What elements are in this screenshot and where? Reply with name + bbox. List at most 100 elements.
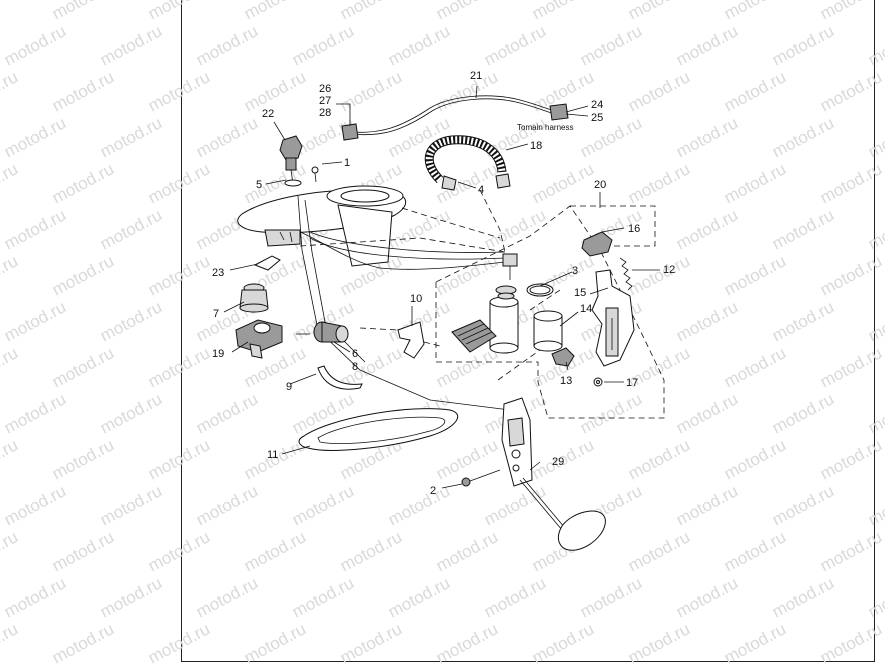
clamp-13: [551, 347, 575, 367]
watermark-text: motod.ru: [337, 0, 405, 24]
watermark-text: motod.ru: [49, 251, 117, 299]
callout-20: 20: [594, 179, 606, 191]
watermark-text: motod.ru: [145, 435, 213, 483]
watermark-text: motod.ru: [529, 159, 597, 207]
watermark-text: motod.ru: [481, 573, 549, 621]
callout-11: 11: [267, 449, 278, 461]
watermark-text: motod.ru: [865, 573, 885, 621]
watermark-text: motod.ru: [433, 343, 501, 391]
watermark-text: motod.ru: [865, 21, 885, 69]
watermark-text: motod.ru: [481, 481, 549, 529]
strainer: [451, 319, 497, 353]
watermark-text: motod.ru: [97, 21, 165, 69]
strap-9: [317, 365, 363, 390]
callout-7: 7: [213, 308, 219, 320]
watermark-text: motod.ru: [625, 67, 693, 115]
watermark-text: motod.ru: [97, 481, 165, 529]
watermark-text: motod.ru: [433, 435, 501, 483]
regulator-7: [239, 283, 269, 313]
watermark-text: motod.ru: [193, 481, 261, 529]
watermark-text: motod.ru: [721, 159, 789, 207]
watermark-text: motod.ru: [865, 389, 885, 437]
filter-housing-19: [235, 319, 283, 359]
watermark-text: motod.ru: [817, 67, 885, 115]
watermark-text: motod.ru: [337, 67, 405, 115]
callout-leaders: [223, 103, 660, 489]
watermark-text: motod.ru: [193, 113, 261, 161]
watermark-text: motod.ru: [625, 619, 693, 664]
watermark-text: motod.ru: [385, 481, 453, 529]
fuel-pump-14: [489, 253, 519, 354]
watermark-text: motod.ru: [769, 113, 837, 161]
watermark-text: motod.ru: [145, 619, 213, 664]
watermark-text: motod.ru: [673, 481, 741, 529]
watermark-text: motod.ru: [817, 159, 885, 207]
watermark-text: motod.ru: [97, 573, 165, 621]
callout-12: 12: [663, 264, 675, 276]
watermark-text: motod.ru: [49, 0, 117, 24]
callout-18: 18: [530, 140, 542, 152]
watermark-text: motod.ru: [817, 435, 885, 483]
watermark-text: motod.ru: [1, 389, 69, 437]
watermark-text: motod.ru: [337, 619, 405, 664]
callout-28: 28: [319, 107, 331, 119]
spring-12: [619, 257, 633, 291]
conduit-18: [424, 135, 511, 191]
callout-27: 27: [319, 95, 331, 107]
watermark-text: motod.ru: [49, 343, 117, 391]
callout-21: 21: [470, 70, 482, 82]
watermark-text: motod.ru: [721, 527, 789, 575]
watermark-text: motod.ru: [433, 619, 501, 664]
level-sender-29: [501, 397, 606, 551]
watermark-text: motod.ru: [625, 251, 693, 299]
screw-2: [461, 469, 501, 487]
wiring-harness-21: [341, 85, 569, 141]
watermark-text: motod.ru: [49, 159, 117, 207]
watermark-text: motod.ru: [0, 159, 21, 207]
watermark-text: motod.ru: [625, 0, 693, 24]
callout-16: 16: [628, 223, 640, 235]
callout-29: 29: [552, 456, 564, 468]
watermark-text: motod.ru: [673, 205, 741, 253]
watermark-text: motod.ru: [385, 21, 453, 69]
watermark-text: motod.ru: [1, 205, 69, 253]
watermark-text: motod.ru: [0, 527, 21, 575]
watermark-text: motod.ru: [49, 527, 117, 575]
watermark-text: motod.ru: [673, 297, 741, 345]
callout-8: 8: [352, 361, 358, 373]
callout-10: 10: [410, 293, 422, 305]
callout-labels: 1 2 3 4 5 6 7 8 9 10 11 12 13 14 15 16 1…: [212, 70, 675, 497]
watermark-text: motod.ru: [145, 0, 213, 24]
watermark-text: motod.ru: [817, 527, 885, 575]
watermark-text: motod.ru: [49, 435, 117, 483]
watermark-text: motod.ru: [577, 389, 645, 437]
watermark-text: motod.ru: [433, 0, 501, 24]
watermark-text: motod.ru: [49, 67, 117, 115]
callout-25: 25: [591, 112, 603, 124]
callout-19: 19: [212, 348, 224, 360]
watermark-text: motod.ru: [97, 205, 165, 253]
watermark-text: motod.ru: [769, 297, 837, 345]
watermark-text: motod.ru: [289, 573, 357, 621]
callout-23: 23: [212, 267, 224, 279]
watermark-text: motod.ru: [241, 527, 309, 575]
callout-15: 15: [574, 287, 586, 299]
watermark-text: motod.ru: [145, 67, 213, 115]
callout-24: 24: [591, 99, 603, 111]
watermark-text: motod.ru: [625, 159, 693, 207]
watermark-text: motod.ru: [241, 67, 309, 115]
watermark-text: motod.ru: [769, 573, 837, 621]
watermark-text: motod.ru: [0, 251, 21, 299]
watermark-text: motod.ru: [865, 113, 885, 161]
watermark-text: motod.ru: [673, 113, 741, 161]
watermark-text: motod.ru: [145, 527, 213, 575]
watermark-text: motod.ru: [145, 343, 213, 391]
ring-3: [526, 283, 554, 297]
watermark-text: motod.ru: [721, 251, 789, 299]
diagram-frame: [181, 0, 875, 662]
watermark-text: motod.ru: [817, 251, 885, 299]
watermark-text: motod.ru: [481, 21, 549, 69]
watermark-text: motod.ru: [1, 113, 69, 161]
harness-note: Tomain harness: [517, 123, 573, 132]
